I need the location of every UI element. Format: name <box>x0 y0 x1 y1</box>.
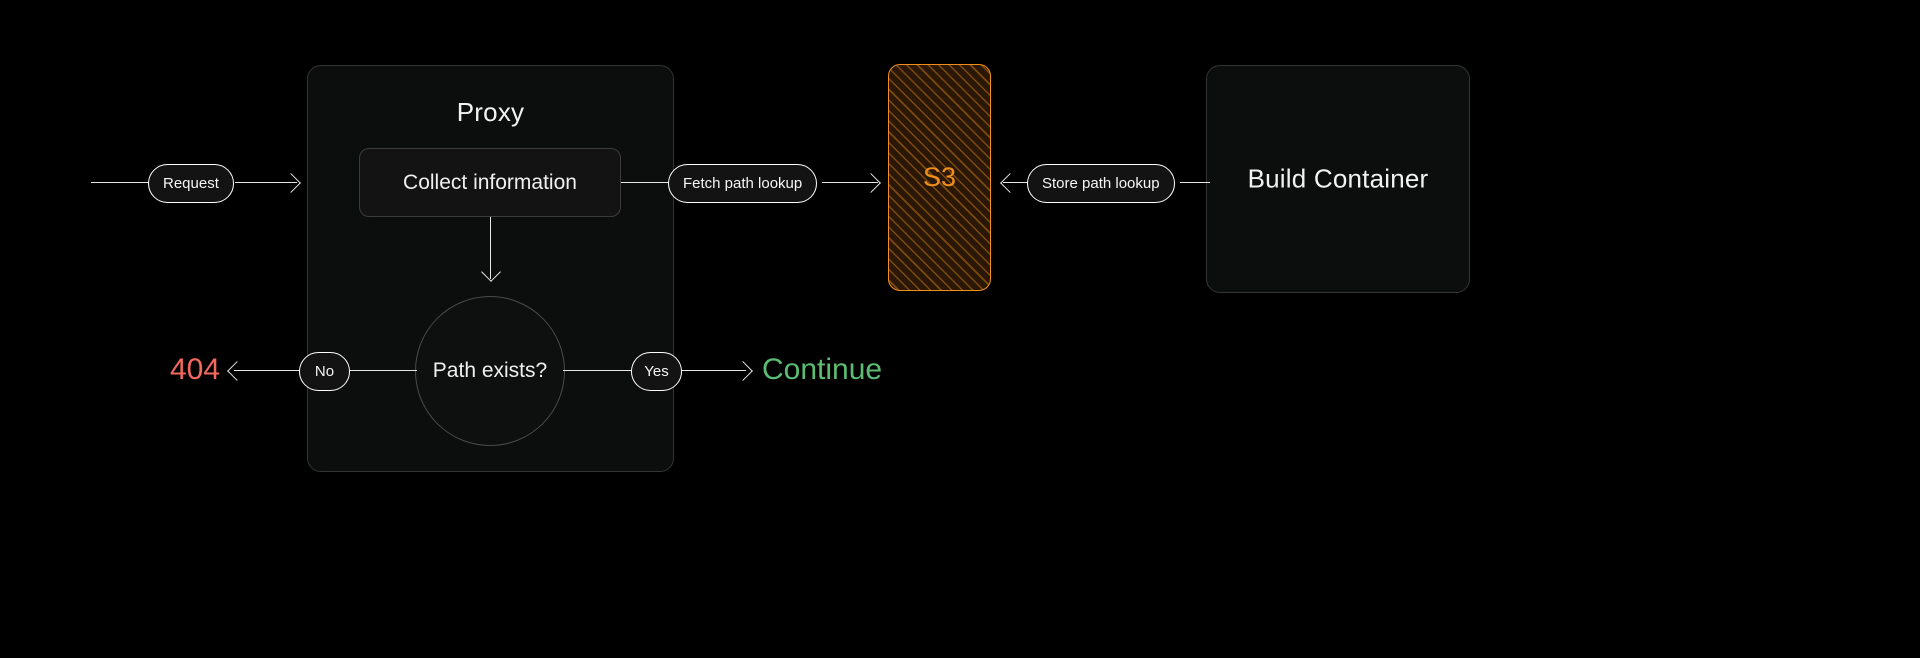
edge-label-store-path-lookup[interactable]: Store path lookup <box>1027 164 1175 203</box>
edge-label-request[interactable]: Request <box>148 164 234 203</box>
edge-label-no-text: No <box>314 363 335 380</box>
group-build-container-title: Build Container <box>1247 163 1429 194</box>
edge-decision-to-no <box>348 370 417 371</box>
edge-label-fetch-path-lookup[interactable]: Fetch path lookup <box>668 164 818 203</box>
edge-label-store-path-lookup-text: Store path lookup <box>1042 175 1160 192</box>
group-proxy-title: Proxy <box>456 97 525 127</box>
terminal-continue: Continue <box>762 353 883 386</box>
node-collect-information-label: Collect information <box>403 170 577 194</box>
edge-label-no[interactable]: No <box>299 352 350 391</box>
edge-incoming-request-left <box>91 182 195 183</box>
arrowhead-right-icon <box>861 172 881 193</box>
edge-buildcontainer-to-store <box>1180 182 1210 183</box>
edge-decision-to-yes <box>563 370 633 371</box>
edge-label-yes[interactable]: Yes <box>631 352 682 391</box>
arrowhead-left-icon <box>1000 172 1020 193</box>
edge-collect-to-decision <box>490 217 491 279</box>
arrowhead-left-icon <box>227 360 247 381</box>
node-path-exists-label: Path exists? <box>432 359 548 382</box>
node-path-exists[interactable]: Path exists? <box>415 296 565 446</box>
arrowhead-right-icon <box>733 360 753 381</box>
edge-no-to-404 <box>234 370 300 371</box>
edge-label-request-text: Request <box>163 175 219 192</box>
terminal-404: 404 <box>170 353 221 386</box>
edge-fetch-to-s3 <box>822 182 878 183</box>
edge-label-yes-text: Yes <box>644 363 669 380</box>
node-s3[interactable]: S3 <box>888 64 991 291</box>
group-build-container[interactable]: Build Container <box>1206 65 1470 293</box>
edge-yes-to-continue <box>680 370 746 371</box>
edge-label-fetch-path-lookup-text: Fetch path lookup <box>683 175 803 192</box>
node-collect-information[interactable]: Collect information <box>359 148 621 217</box>
node-s3-label: S3 <box>922 162 957 192</box>
arrowhead-right-icon <box>281 172 301 193</box>
edge-collect-to-fetch <box>621 182 673 183</box>
edge-request-to-proxy <box>235 182 297 183</box>
